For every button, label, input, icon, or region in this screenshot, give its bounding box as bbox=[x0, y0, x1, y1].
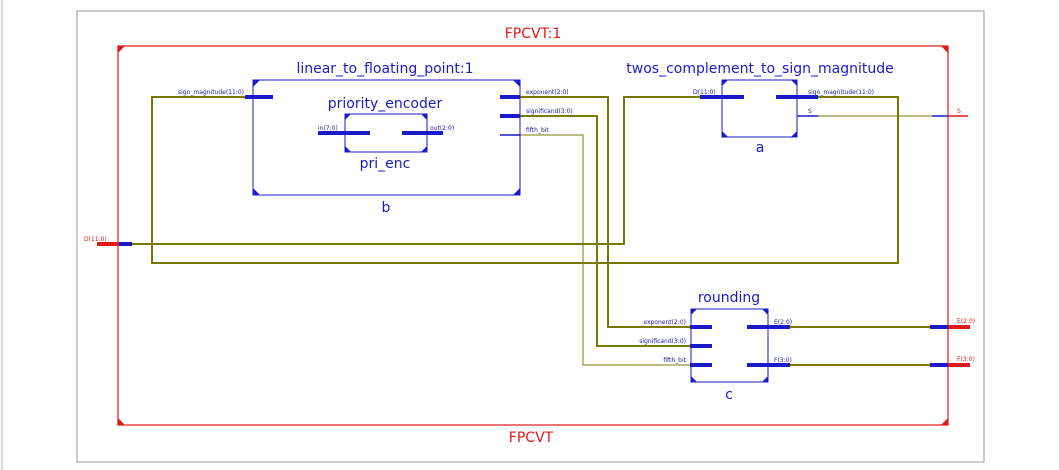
port-e-out[interactable]: E(2:0) bbox=[930, 318, 975, 329]
pin-pri-enc-in-label: in(7:0) bbox=[318, 125, 338, 132]
block-c[interactable]: rounding c exponent(2:0) significand(3:0… bbox=[639, 290, 792, 403]
pin-c-significand-label: significand(3:0) bbox=[639, 338, 686, 345]
thin-wires bbox=[520, 115, 932, 366]
block-a[interactable]: twos_complement_to_sign_magnitude a D(11… bbox=[626, 61, 893, 156]
port-s-out-label: S bbox=[957, 108, 961, 115]
sheet-frame bbox=[76, 10, 985, 463]
pin-b-exponent-label: exponent(2:0) bbox=[526, 89, 569, 96]
block-pri-enc-corner-bl bbox=[345, 146, 351, 152]
wires bbox=[132, 96, 932, 366]
pin-b-sign-magnitude-label: sign_magnitude(11:0) bbox=[178, 89, 244, 96]
pin-c-e-label: E(2:0) bbox=[774, 319, 792, 326]
block-b-corner-tr bbox=[513, 80, 520, 87]
pin-a-sign-magnitude-label: sign_magnitude(11:0) bbox=[808, 89, 874, 96]
top-module-border bbox=[117, 45, 949, 426]
port-f-out-label: F(3:0) bbox=[957, 356, 975, 363]
port-f-out[interactable]: F(3:0) bbox=[930, 356, 975, 367]
block-pri-enc[interactable]: priority_encoder pri_enc in(7:0) out(2:0… bbox=[318, 96, 454, 172]
block-a-corner-br bbox=[791, 131, 797, 137]
block-b-corner-tl bbox=[253, 80, 260, 87]
port-s-out[interactable]: S bbox=[932, 108, 968, 117]
top-corner-tr bbox=[941, 46, 948, 53]
top-instance-title: FPCVT:1 bbox=[505, 26, 562, 42]
top-module-name: FPCVT bbox=[509, 430, 554, 446]
block-c-title: rounding bbox=[698, 290, 760, 306]
pin-c-fifth-bit-label: fifth_bit bbox=[663, 357, 686, 364]
block-a-body bbox=[721, 79, 798, 138]
block-pri-enc-corner-tr bbox=[421, 114, 427, 120]
block-a-corner-bl bbox=[722, 131, 728, 137]
block-a-corner-tr bbox=[791, 80, 797, 86]
block-b-corner-bl bbox=[253, 188, 260, 195]
block-pri-enc-corner-br bbox=[421, 146, 427, 152]
wire-sign-magnitude bbox=[151, 96, 899, 264]
pin-c-f-label: F(3:0) bbox=[774, 357, 792, 364]
block-a-corner-tl bbox=[722, 80, 728, 86]
wire-d-to-a bbox=[132, 96, 700, 245]
block-b-title: linear_to_floating_point:1 bbox=[296, 61, 473, 77]
pin-a-d-label: D(11:0) bbox=[693, 89, 716, 96]
block-c-corner-bl bbox=[691, 376, 697, 382]
top-corner-br bbox=[941, 418, 948, 425]
pin-a-s-label: S bbox=[808, 108, 812, 115]
block-pri-enc-title: priority_encoder bbox=[328, 96, 443, 112]
pin-c-exponent-label: exponent(2:0) bbox=[643, 319, 686, 326]
block-c-corner-tl bbox=[691, 309, 697, 315]
block-c-instance-label: c bbox=[725, 387, 733, 403]
block-b[interactable]: linear_to_floating_point:1 b sign_magnit… bbox=[178, 61, 573, 216]
block-b-body bbox=[252, 79, 521, 196]
wire-exponent bbox=[520, 96, 693, 328]
block-c-corner-tr bbox=[762, 309, 768, 315]
top-corner-tl bbox=[118, 46, 125, 53]
block-a-title: twos_complement_to_sign_magnitude bbox=[626, 61, 893, 77]
block-b-corner-br bbox=[513, 188, 520, 195]
port-d-in-label: D(11:0) bbox=[84, 236, 107, 243]
block-c-corner-br bbox=[762, 376, 768, 382]
block-pri-enc-instance-label: pri_enc bbox=[360, 156, 411, 172]
port-d-in[interactable]: D(11:0) bbox=[84, 236, 132, 246]
block-a-instance-label: a bbox=[756, 140, 765, 156]
wire-fifth-bit bbox=[520, 134, 693, 366]
wire-significand bbox=[520, 115, 693, 347]
block-pri-enc-corner-tl bbox=[345, 114, 351, 120]
block-b-instance-label: b bbox=[382, 200, 391, 216]
pin-b-fifth-bit-label: fifth_bit bbox=[526, 127, 549, 134]
port-e-out-label: E(2:0) bbox=[957, 318, 975, 325]
top-corner-bl bbox=[118, 418, 125, 425]
pin-b-significand-label: significand(3:0) bbox=[526, 108, 573, 115]
pin-pri-enc-out-label: out(2:0) bbox=[430, 125, 454, 132]
